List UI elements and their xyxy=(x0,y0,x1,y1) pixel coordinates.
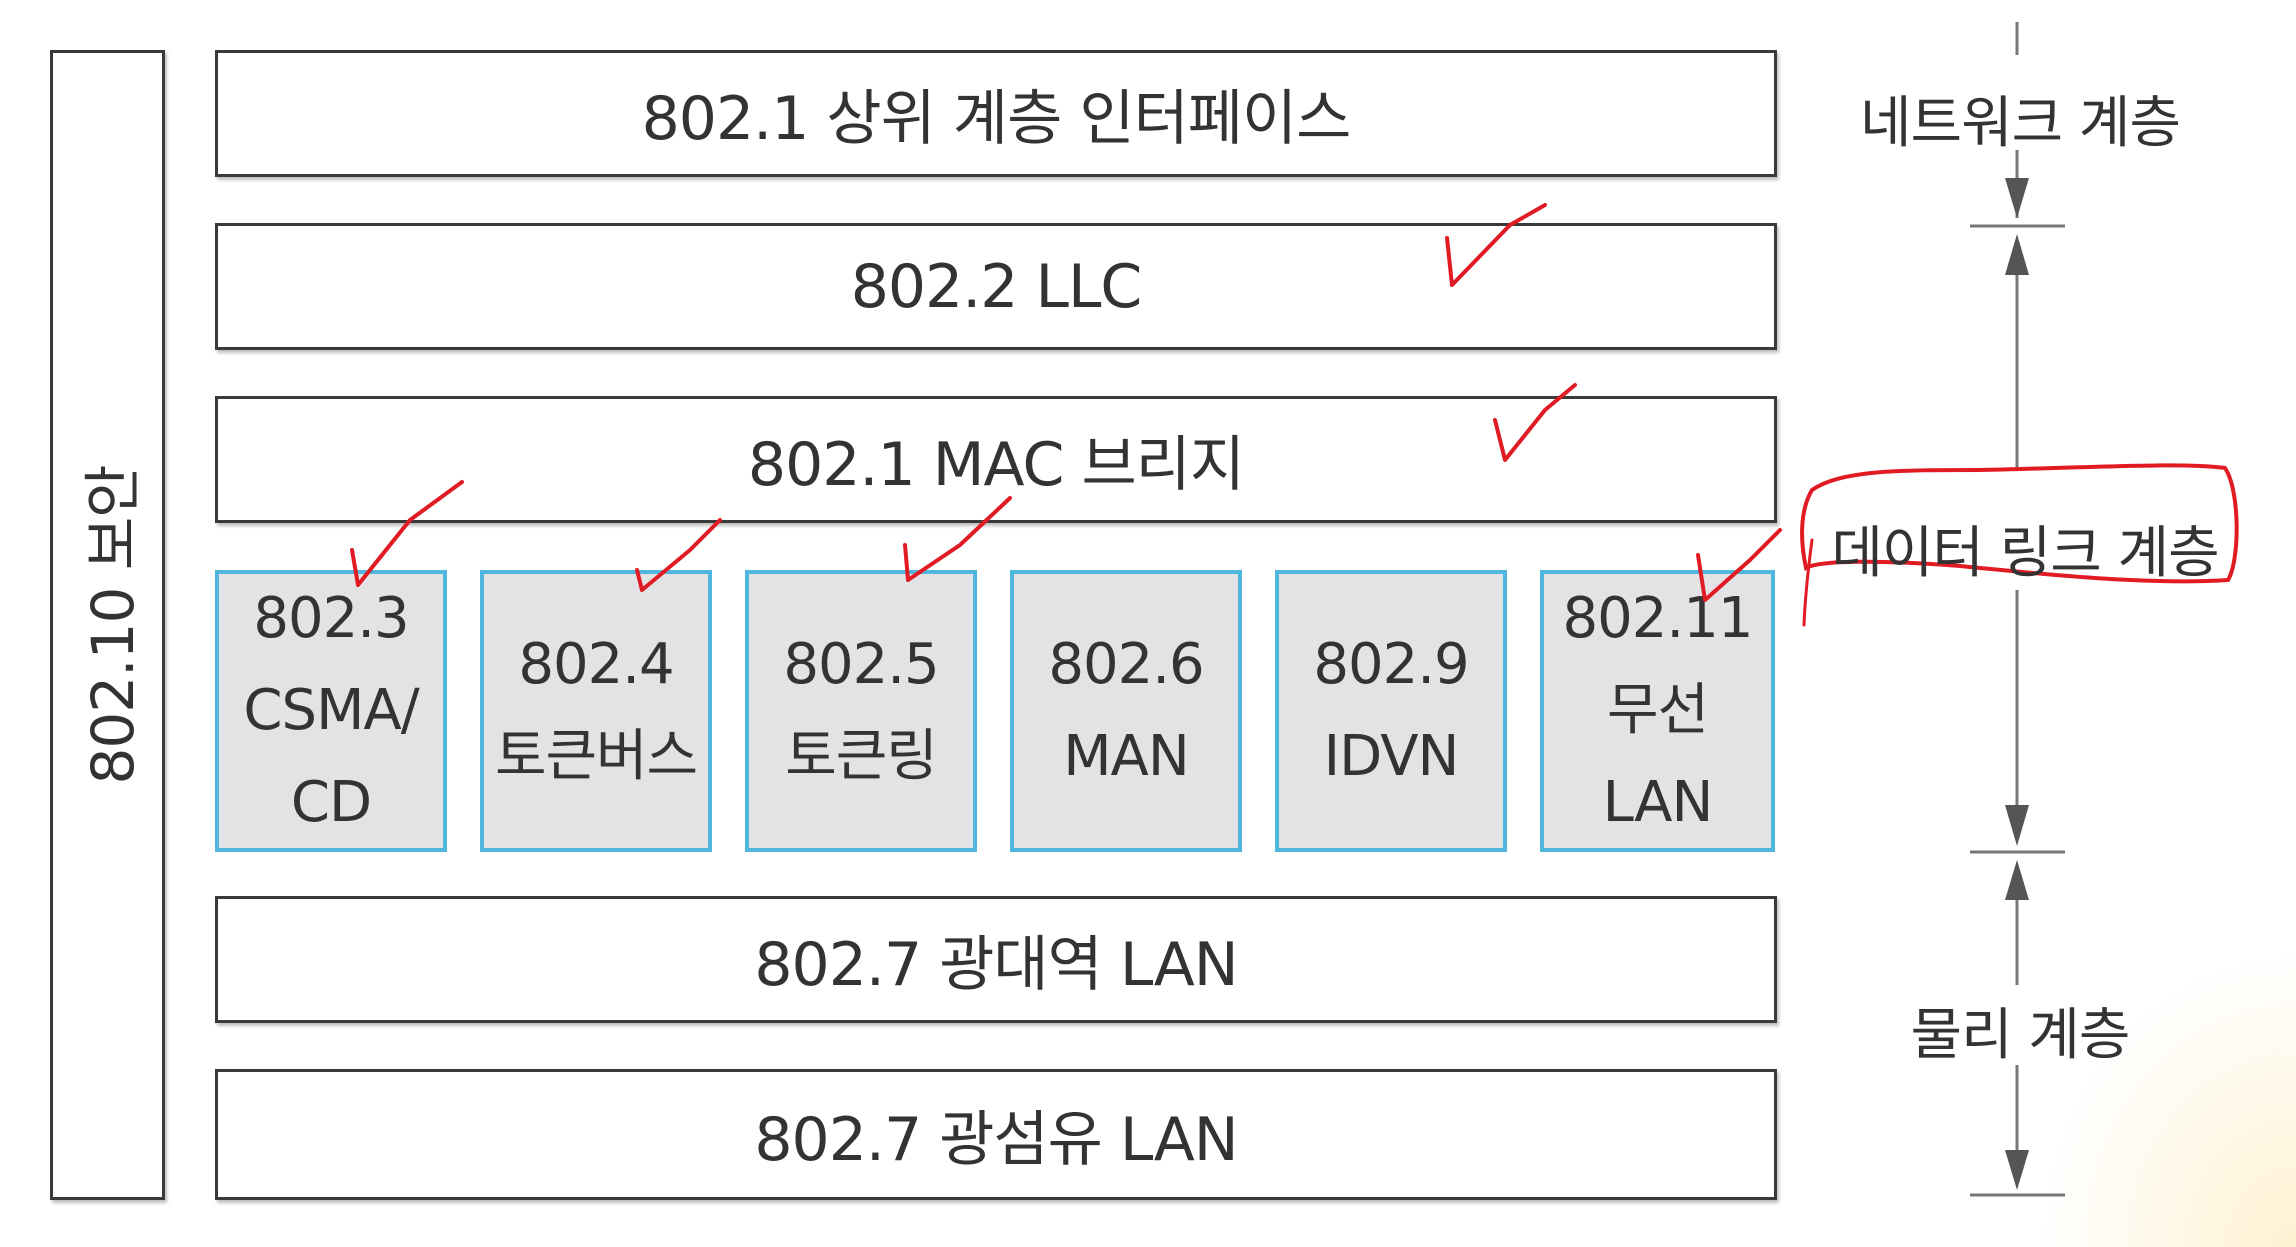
sublayer-8029: 802.9 IDVN xyxy=(1275,570,1507,852)
sublayer-8029-line1: 802.9 xyxy=(1313,632,1469,697)
check-mark-8023 xyxy=(350,480,464,587)
sublayer-8024-line2: 토큰버스 xyxy=(494,724,698,789)
background-glow xyxy=(2036,947,2296,1247)
layer-llc: 802.2 LLC xyxy=(215,223,1777,350)
sublayer-80211-line2: 무선 xyxy=(1606,678,1709,743)
sublayer-80211: 802.11 무선 LAN xyxy=(1540,570,1775,852)
sublayer-8026-line1: 802.6 xyxy=(1048,632,1204,697)
check-mark-8024 xyxy=(635,518,722,592)
sublayer-8023-line2: CSMA/ xyxy=(243,678,419,743)
security-column xyxy=(50,50,165,1200)
datalink-arrow-head-down xyxy=(2005,805,2029,846)
physical-layer-label: 물리 계층 xyxy=(1910,1003,2131,1068)
layer-upper-interface: 802.1 상위 계층 인터페이스 xyxy=(215,50,1777,177)
check-mark-mac xyxy=(1493,383,1577,462)
layer-fiber-lan: 802.7 광섬유 LAN xyxy=(215,1069,1777,1200)
sublayer-8025-line1: 802.5 xyxy=(783,632,939,697)
sublayer-80211-line1: 802.11 xyxy=(1562,586,1754,651)
sublayer-8023: 802.3 CSMA/ CD xyxy=(215,570,447,852)
sublayer-8025: 802.5 토큰링 xyxy=(745,570,977,852)
check-mark-llc xyxy=(1445,203,1547,287)
network-arrow-head xyxy=(2005,178,2029,218)
datalink-outline-tail xyxy=(1802,538,1814,627)
sublayer-8023-line3: CD xyxy=(290,770,372,835)
sublayer-8029-line2: IDVN xyxy=(1323,724,1460,789)
sublayer-8023-line1: 802.3 xyxy=(253,586,409,651)
physical-arrow-head-up xyxy=(2005,860,2029,900)
sublayer-8024: 802.4 토큰버스 xyxy=(480,570,712,852)
sublayer-8024-line1: 802.4 xyxy=(518,632,674,697)
sublayer-8026-line2: MAN xyxy=(1063,724,1190,789)
sublayer-8025-line2: 토큰링 xyxy=(785,724,938,789)
sublayer-8026: 802.6 MAN xyxy=(1010,570,1242,852)
network-layer-label: 네트워크 계층 xyxy=(1860,91,2181,156)
datalink-arrow-head-up xyxy=(2005,234,2029,275)
sublayer-80211-line3: LAN xyxy=(1602,770,1714,835)
layer-broadband-lan: 802.7 광대역 LAN xyxy=(215,896,1777,1023)
annotation-checks xyxy=(350,203,1782,602)
check-mark-8025 xyxy=(903,496,1012,582)
datalink-layer-label: 데이터 링크 계층 xyxy=(1831,521,2219,586)
physical-arrow-head-down xyxy=(2005,1150,2029,1190)
layer-mac-bridge: 802.1 MAC 브리지 xyxy=(215,396,1777,523)
datalink-label-outline xyxy=(1800,463,2239,584)
check-mark-80211 xyxy=(1696,528,1782,602)
